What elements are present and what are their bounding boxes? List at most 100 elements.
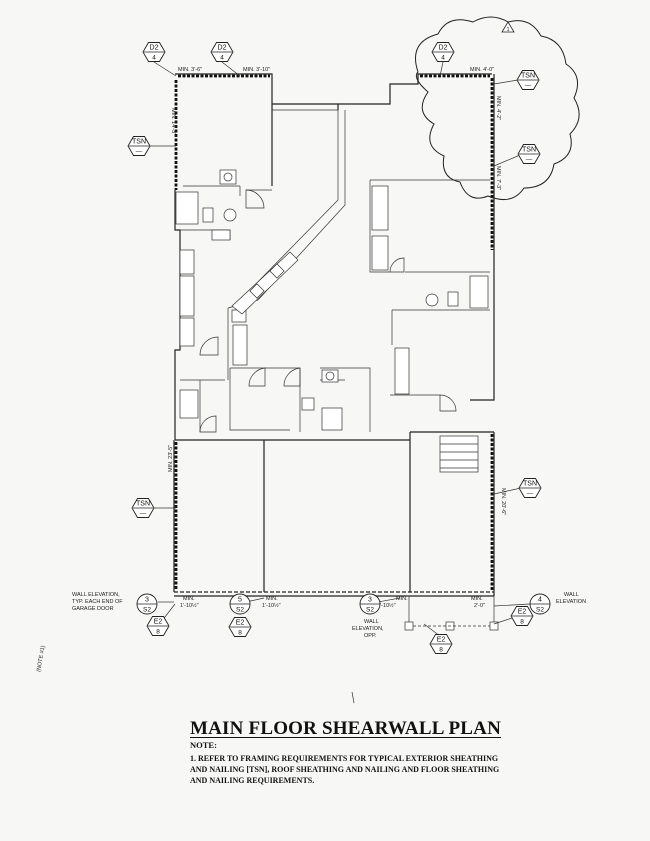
marker-d2-a: D24 [142, 42, 166, 62]
marker-bottom-text: S2 [536, 607, 544, 614]
dim-garage-3: 1'-10½" [377, 602, 396, 609]
marker-top-text: D2 [150, 45, 159, 52]
fridge-icon [232, 324, 248, 366]
fixtures [175, 169, 499, 631]
closet-icon [394, 347, 410, 395]
dim-min-143: MIN. 14'-3" [170, 108, 176, 135]
sink-icon [425, 293, 439, 307]
marker-sec-4: 4S2 [529, 593, 551, 615]
marker-top-text: E2 [518, 609, 527, 616]
marker-bottom-text: 4 [220, 55, 224, 62]
marker-top-text: TSN [522, 147, 536, 154]
post-icon [404, 621, 414, 631]
closet-icon [371, 235, 389, 271]
marker-bottom-text: — [140, 511, 147, 518]
marker-e2-b: E28 [228, 617, 252, 637]
cabinet-icon [179, 275, 195, 317]
marker-tsn-mr: TSN — [518, 478, 542, 498]
marker-bottom-text: — [526, 157, 533, 164]
callout-text: WALL ELEVATION, TYP. EACH END OF GARAGE … [36, 592, 586, 704]
dim-garage-1: 1'-10½" [180, 602, 199, 609]
marker-top-text: 3 [368, 597, 372, 604]
marker-bottom-text: 4 [441, 55, 445, 62]
marker-d2-b: D24 [210, 42, 234, 62]
dim-min-b: MIN. [266, 596, 278, 602]
marker-tsn-r2: TSN — [517, 144, 541, 164]
dim-garage-4: 2'-0" [474, 603, 485, 609]
marker-top-text: E2 [437, 637, 446, 644]
callout-wall-elev-mid-3: OPP. [364, 633, 377, 639]
dim-min-d: MIN. [471, 596, 483, 602]
revision-triangle: 1 [501, 21, 515, 33]
marker-leaders [148, 61, 531, 637]
toilet-icon [202, 207, 214, 223]
marker-bottom-text: — [527, 491, 534, 498]
dim-min-40: MIN. 4'-0" [470, 67, 494, 73]
section-markers: D24D24D24TSN—TSN—TSN—TSN—TSN—3S25S23S24S… [127, 42, 551, 654]
bathtub-icon [175, 191, 199, 225]
callout-wall-elev-left-2: TYP. EACH END OF [72, 599, 123, 605]
stairs-icon [439, 435, 479, 473]
marker-top-text: TSN [521, 73, 535, 80]
marker-top-text: 5 [238, 597, 242, 604]
plan-title: MAIN FLOOR SHEARWALL PLAN [190, 718, 502, 739]
marker-tsn-r1: TSN — [516, 70, 540, 90]
diagonal-counter-icon [231, 251, 299, 315]
marker-bottom-text: 4 [152, 55, 156, 62]
exterior-walls [173, 73, 495, 597]
marker-bottom-text: — [136, 149, 143, 156]
marker-bottom-text: — [525, 83, 532, 90]
marker-e2-d: E28 [510, 606, 534, 626]
dim-garage-2: 1'-10½" [262, 602, 281, 609]
marker-top-text: TSN [523, 481, 537, 488]
callout-wall-elev-left-3: GARAGE DOOR [72, 606, 114, 612]
closet-icon [371, 185, 389, 231]
marker-bottom-text: S2 [143, 607, 151, 614]
tick-mark [351, 691, 355, 704]
dim-min-310: MIN. 3'-10" [243, 67, 270, 73]
marker-tsn-ml: TSN — [131, 498, 155, 518]
marker-sec-3-left: 3S2 [136, 593, 158, 615]
dim-min-36: MIN. 3'-6" [178, 67, 202, 73]
marker-top-text: TSN [136, 501, 150, 508]
marker-bottom-text: 8 [520, 619, 524, 626]
callout-wall-elev-mid-2: ELEVATION, [352, 626, 384, 632]
door-swings [199, 189, 457, 433]
marker-d2-c: D24 [431, 42, 455, 62]
marker-top-text: D2 [439, 45, 448, 52]
note-body: 1. REFER TO FRAMING REQUIREMENTS FOR TYP… [190, 754, 500, 785]
marker-top-text: 4 [538, 597, 542, 604]
bathtub-icon [469, 275, 489, 309]
callout-wall-elev-mid-1: WALL [364, 619, 379, 625]
marker-e2-c: E28 [429, 634, 453, 654]
revision-cloud [415, 16, 580, 201]
marker-bottom-text: S2 [236, 607, 244, 614]
marker-tsn-tl: TSN — [127, 136, 151, 156]
marker-e2-a: E28 [146, 616, 170, 636]
marker-top-text: E2 [154, 619, 163, 626]
marker-top-text: TSN [132, 139, 146, 146]
callout-wall-elev-right-2: ELEVATION [556, 599, 586, 605]
marker-bottom-text: 8 [156, 629, 160, 636]
cabinet-icon [179, 317, 195, 347]
marker-bottom-text: 8 [238, 630, 242, 637]
dimension-labels: MIN. 3'-6" MIN. 3'-10" MIN. 4'-0" MIN. 1… [168, 67, 506, 609]
sink-icon [325, 371, 335, 381]
dim-min-235: MIN. 23'-5" [168, 445, 174, 472]
dim-min-c: MIN. [396, 596, 408, 602]
marker-sec-3-mid: 3S2 [359, 593, 381, 615]
dim-min-a: MIN. [183, 596, 195, 602]
dim-min-73: MIN. 7'-3" [495, 166, 501, 190]
counter-icon [179, 249, 195, 275]
note-heading: NOTE: [190, 740, 217, 750]
marker-top-text: E2 [236, 620, 245, 627]
range-icon [211, 229, 231, 241]
marker-bottom-text: 8 [439, 647, 443, 654]
dim-min-206: MIN. 20'-6" [500, 488, 506, 515]
marker-top-text: 3 [145, 597, 149, 604]
marker-top-text: D2 [218, 45, 227, 52]
marker-bottom-text: S2 [366, 607, 374, 614]
toilet-icon [301, 397, 315, 411]
marker-sec-5: 5S2 [229, 593, 251, 615]
dim-min-42: MIN. 4'-2" [495, 96, 501, 120]
